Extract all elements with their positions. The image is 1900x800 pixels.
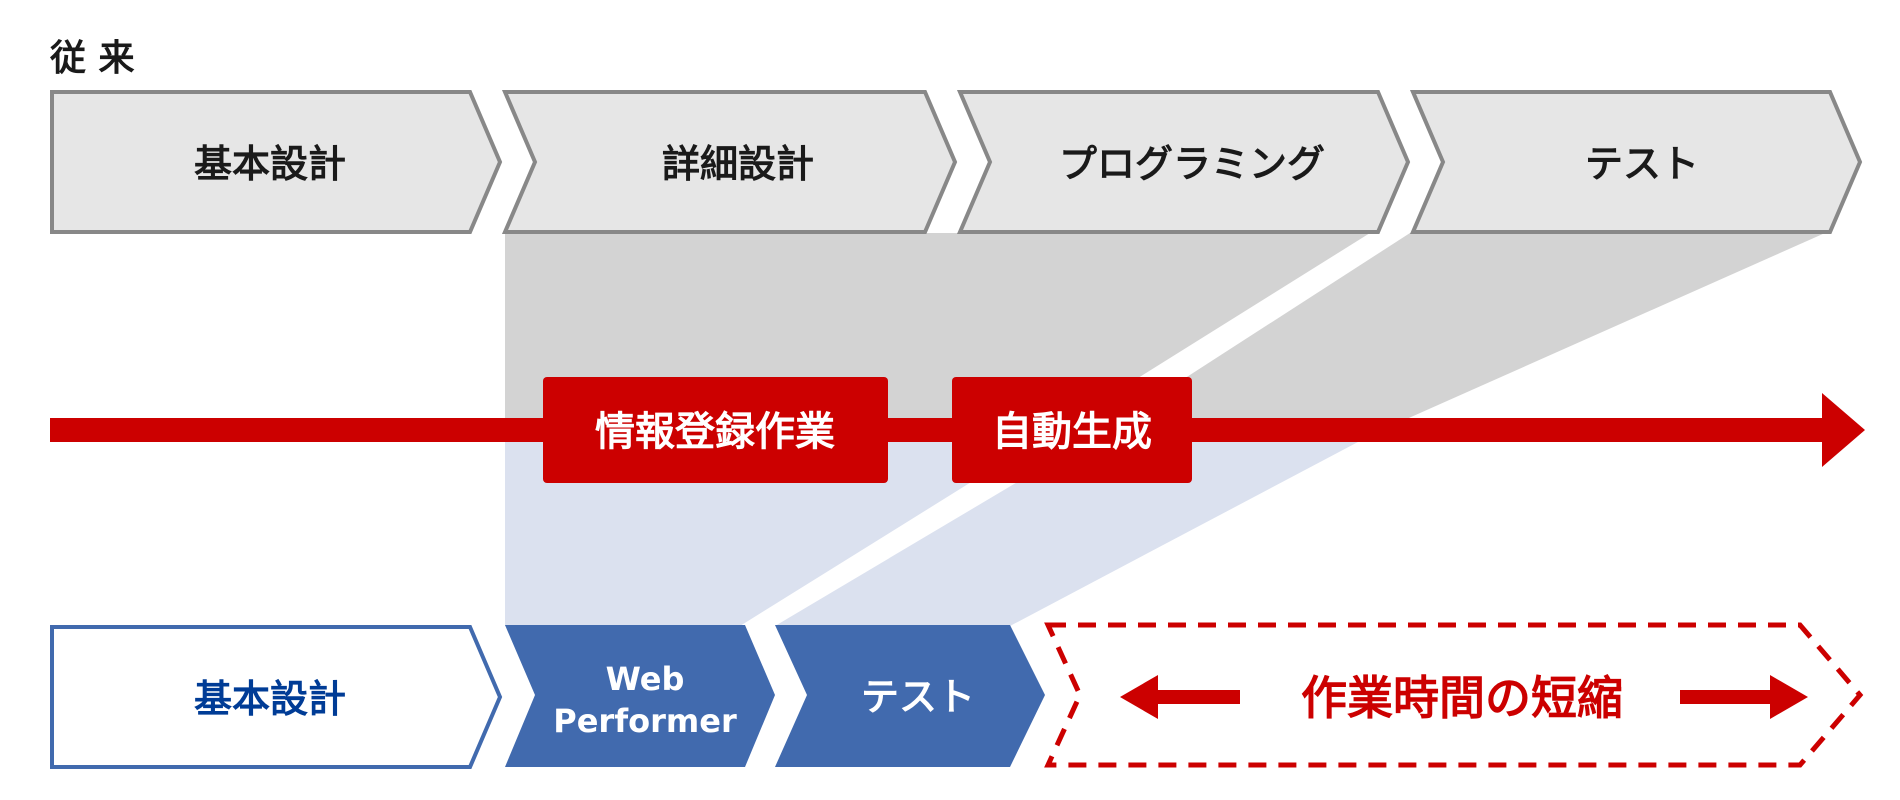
process-step-2: 自動生成 — [952, 377, 1192, 483]
wp-phase-1-label: 基本設計 — [194, 677, 346, 721]
time-reduction-region: 作業時間の短縮 — [1044, 622, 1864, 768]
conventional-phase-4: テスト — [1409, 90, 1863, 234]
conventional-phase-2-label: 詳細設計 — [662, 142, 814, 186]
wp-phase-2-label-line2: Performer — [553, 702, 737, 740]
process-step-1: 情報登録作業 — [543, 377, 888, 483]
conventional-phase-4-label: テスト — [1585, 142, 1699, 186]
conventional-phase-3: プログラミング — [956, 90, 1411, 234]
shade-blue-region-right — [775, 433, 1375, 626]
timeline-arrow — [50, 393, 1865, 467]
conventional-phase-1: 基本設計 — [50, 90, 503, 234]
shade-gray-region-right — [1100, 233, 1825, 433]
reduction-left-arrow — [1120, 675, 1240, 719]
conventional-title: 従 来 — [49, 38, 135, 79]
conventional-phase-2: 詳細設計 — [501, 90, 958, 234]
reduction-right-arrow — [1680, 675, 1808, 719]
wp-phase-1: 基本設計 — [50, 625, 503, 769]
wp-phase-2: Web Performer — [505, 625, 775, 767]
conventional-phase-1-label: 基本設計 — [194, 142, 346, 186]
reduction-label: 作業時間の短縮 — [1301, 671, 1623, 725]
conventional-phase-3-label: プログラミング — [1059, 142, 1325, 186]
wp-phase-3: テスト — [775, 625, 1045, 767]
wp-phase-2-label-line1: Web — [606, 660, 685, 698]
process-step-1-label: 情報登録作業 — [595, 409, 835, 455]
process-step-2-label: 自動生成 — [992, 409, 1152, 455]
wp-phase-3-label: テスト — [861, 675, 975, 719]
